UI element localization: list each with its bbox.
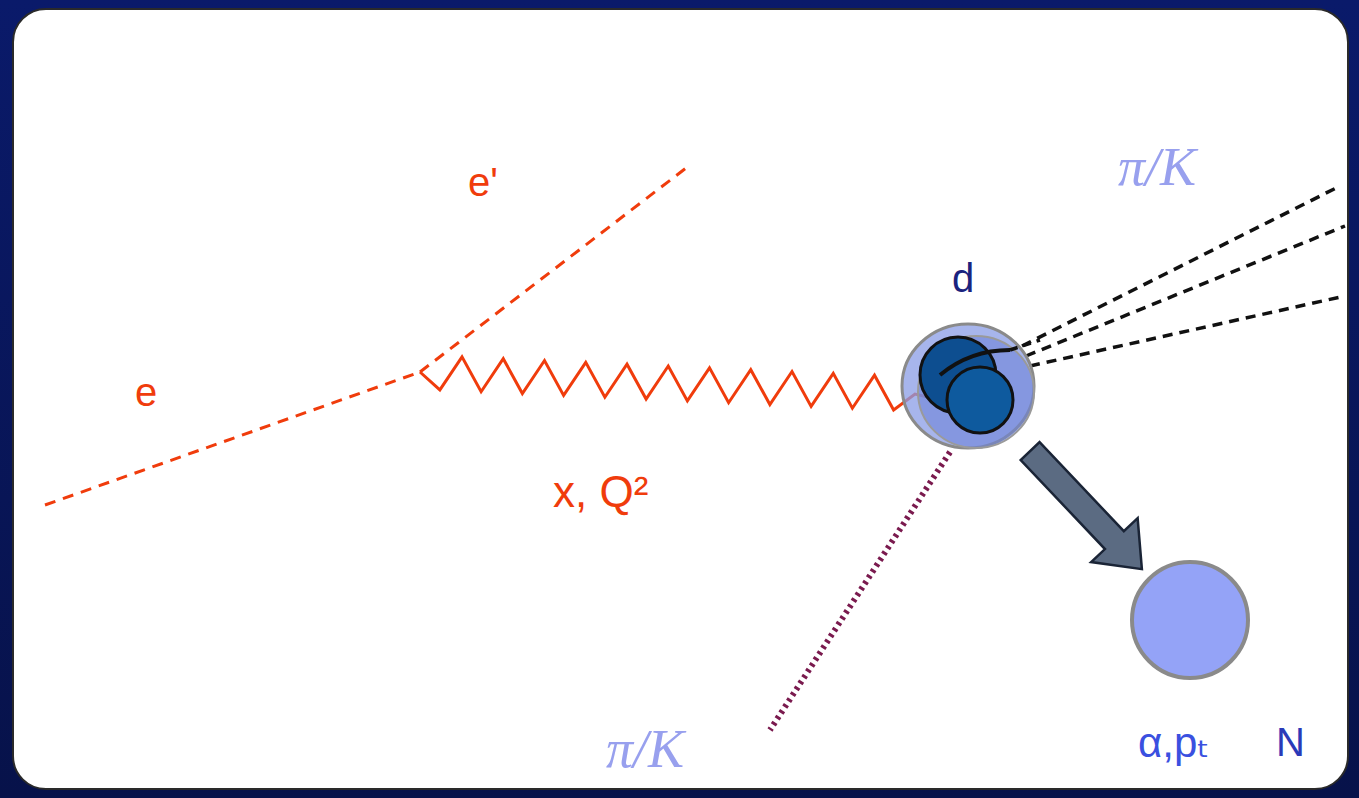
scattered-electron-line (420, 165, 690, 372)
node-label: N (1276, 722, 1305, 762)
electron-label: e (135, 372, 157, 412)
electron-line (45, 372, 420, 505)
deuteron-halo (902, 324, 1034, 448)
meson-exchange-line (770, 452, 950, 730)
scattered-electron-label: e' (468, 162, 498, 202)
meson-line (1026, 226, 1345, 356)
meson-label: π/K (606, 722, 684, 776)
deuteron-halo (918, 336, 1034, 448)
momentum-arrow (1021, 442, 1142, 569)
photon-line (420, 357, 932, 410)
struck-quark-line (940, 350, 1010, 375)
meson-line (1010, 340, 1040, 350)
kinematics-label: α,pₜ (1138, 722, 1210, 764)
meson-label: π/K (1118, 140, 1196, 194)
deuteron-shape (900, 320, 1040, 455)
meson-line (1022, 186, 1340, 346)
deuteron-blob: d (900, 320, 1040, 455)
nucleon-disc (1132, 562, 1248, 678)
node-label: d (952, 258, 974, 298)
nucleon-circle: N (1130, 560, 1250, 680)
meson-line (1030, 296, 1345, 366)
kinematics-label: x, Q² (553, 470, 648, 514)
nucleon-shape (1130, 560, 1250, 680)
nucleon-core (947, 367, 1013, 433)
white-panel (12, 8, 1349, 790)
